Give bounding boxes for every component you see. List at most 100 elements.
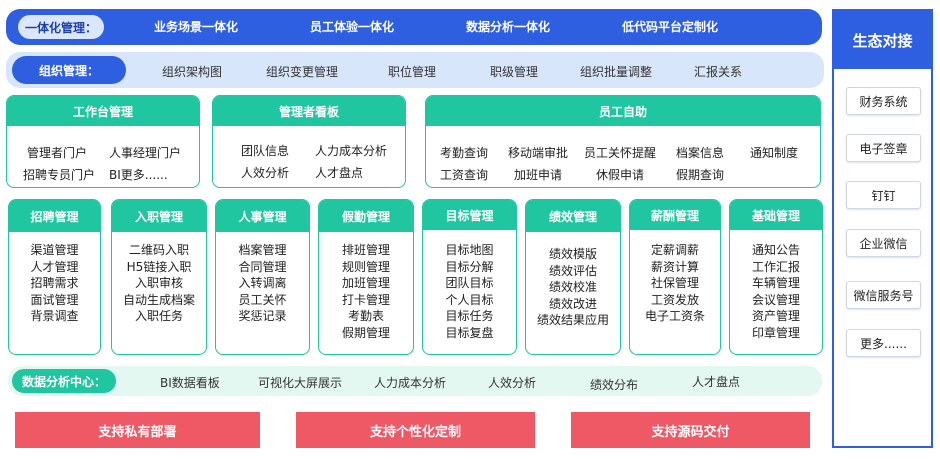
analytics-item: 绩效分布 [590, 378, 639, 392]
module-card-personnel: 人事管理 档案管理 合同管理 入转调离 员工关怀 奖惩记录 [215, 199, 310, 355]
analytics-bar: 数据分析中心： BI数据看板 可视化大屏展示 人力成本分析 人效分析 绩效分布 … [8, 366, 822, 396]
module-item: 招聘需求 [30, 276, 79, 290]
self-service-item: 档案信息 [676, 146, 725, 160]
analytics-item: 可视化大屏展示 [258, 376, 343, 390]
manager-board-title: 管理者看板 [213, 96, 405, 126]
module-card-onboarding: 入职管理 二维码入职 H5链接入职 入职审核 自动生成档案 入职任务 [111, 199, 207, 355]
module-item: 人才管理 [30, 259, 79, 274]
self-service-item: 工资查询 [440, 168, 489, 182]
module-item: 排班管理 [341, 243, 390, 257]
integration-item: 员工体验一体化 [310, 20, 395, 34]
workbench-card: 工作台管理 管理者门户 人事经理门户 招聘专员门户 BI更多...... [6, 95, 200, 188]
module-card-attendance: 假勤管理 排班管理 规则管理 加班管理 打卡管理 考勤表 假期管理 [318, 199, 414, 355]
workbench-item: 招聘专员门户 [23, 168, 96, 182]
module-item: 自动生成档案 [122, 292, 195, 307]
workbench-item: 人事经理门户 [109, 146, 182, 160]
module-title: 招聘管理 [9, 200, 100, 232]
support-private-deploy: 支持私有部署 [15, 412, 260, 448]
module-item: 档案管理 [238, 243, 287, 257]
module-title: 绩效管理 [526, 200, 620, 232]
module-item: 渠道管理 [30, 243, 79, 257]
self-service-item: 员工关怀提醒 [584, 146, 657, 160]
module-item: 资产管理 [751, 309, 800, 323]
module-item: 车辆管理 [751, 276, 800, 290]
org-item: 汇报关系 [694, 65, 743, 79]
module-title: 人事管理 [216, 200, 309, 232]
module-item: 印章管理 [751, 325, 800, 340]
module-item: 工资发放 [650, 292, 699, 307]
org-bar: 组织管理： 组织架构图 组织变更管理 职位管理 职级管理 组织批量调整 汇报关系 [6, 52, 824, 88]
module-item: 入职任务 [134, 309, 183, 323]
ecosystem-item-more: 更多...... [846, 329, 921, 357]
module-title: 入职管理 [112, 200, 206, 232]
org-item: 组织变更管理 [266, 65, 339, 79]
manager-board-card: 管理者看板 团队信息 人力成本分析 人效分析 人才盘点 [212, 95, 406, 188]
module-item: 面试管理 [30, 292, 79, 307]
workbench-item: 管理者门户 [27, 146, 88, 160]
module-title: 薪酬管理 [630, 200, 720, 230]
module-item: 假期管理 [341, 325, 390, 340]
integration-item: 低代码平台定制化 [622, 20, 719, 34]
self-service-title: 员工自助 [426, 96, 820, 126]
module-item: 背景调查 [30, 309, 79, 323]
self-service-item: 考勤查询 [440, 146, 489, 160]
module-item: 工作汇报 [751, 259, 800, 274]
module-card-performance: 绩效管理 绩效模版 绩效评估 绩效校准 绩效改进 绩效结果应用 [525, 199, 621, 355]
module-item: 员工关怀 [238, 292, 287, 307]
module-card-objectives: 目标管理 目标地图 目标分解 团队目标 个人目标 目标任务 目标复盘 [422, 199, 517, 355]
module-item: H5链接入职 [126, 259, 192, 274]
module-item: 合同管理 [238, 259, 287, 274]
self-service-item: 移动端审批 [508, 146, 569, 160]
module-item: 规则管理 [341, 259, 390, 274]
support-source-delivery: 支持源码交付 [571, 412, 810, 448]
module-card-basics: 基础管理 通知公告 工作汇报 车辆管理 会议管理 资产管理 印章管理 [729, 199, 823, 355]
integration-item: 数据分析一体化 [466, 20, 551, 34]
manager-board-item: 人力成本分析 [315, 144, 388, 158]
module-item: 社保管理 [650, 276, 699, 290]
self-service-card: 员工自助 考勤查询 移动端审批 员工关怀提醒 档案信息 通知制度 工资查询 加班… [425, 95, 821, 188]
module-item: 加班管理 [341, 276, 390, 290]
manager-board-item: 团队信息 [241, 144, 290, 158]
org-item: 组织批量调整 [580, 65, 653, 79]
self-service-item: 休假申请 [596, 168, 645, 182]
self-service-item: 假期查询 [676, 168, 725, 182]
module-title: 假勤管理 [319, 200, 413, 232]
analytics-item: BI数据看板 [160, 376, 220, 390]
module-item: 绩效改进 [548, 296, 597, 311]
ecosystem-item-finance: 财务系统 [846, 87, 921, 115]
ecosystem-panel: 生态对接 财务系统 电子签章 钉钉 企业微信 微信服务号 更多...... [832, 9, 933, 448]
module-item: 入职审核 [134, 276, 183, 290]
module-item: 考勤表 [347, 309, 384, 323]
ecosystem-item-esign: 电子签章 [846, 134, 921, 162]
module-item: 目标任务 [445, 309, 494, 323]
module-item: 打卡管理 [341, 292, 390, 307]
org-item: 职级管理 [490, 65, 539, 79]
module-item: 绩效结果应用 [536, 313, 609, 327]
org-item: 职位管理 [388, 65, 437, 79]
module-item: 定薪调薪 [650, 243, 699, 257]
module-item: 个人目标 [445, 292, 494, 307]
module-card-recruitment: 招聘管理 渠道管理 人才管理 招聘需求 面试管理 背景调查 [8, 199, 101, 355]
org-item: 组织架构图 [162, 65, 223, 79]
module-item: 电子工资条 [644, 309, 705, 323]
manager-board-item: 人才盘点 [315, 166, 364, 180]
analytics-item: 人才盘点 [692, 375, 741, 389]
module-item: 会议管理 [751, 292, 800, 307]
module-title: 基础管理 [730, 200, 822, 230]
support-customization: 支持个性化定制 [296, 412, 535, 448]
module-item: 目标分解 [445, 259, 494, 274]
org-label: 组织管理： [12, 56, 126, 84]
module-item: 目标地图 [445, 243, 494, 257]
self-service-item: 通知制度 [750, 146, 799, 160]
integration-item: 业务场景一体化 [154, 20, 239, 34]
self-service-item: 加班申请 [514, 168, 563, 182]
module-card-compensation: 薪酬管理 定薪调薪 薪资计算 社保管理 工资发放 电子工资条 [629, 199, 721, 355]
module-item: 绩效评估 [548, 263, 597, 278]
workbench-item: BI更多...... [109, 168, 168, 182]
module-item: 薪资计算 [650, 259, 699, 274]
module-item: 团队目标 [445, 276, 494, 290]
ecosystem-item-dingtalk: 钉钉 [846, 181, 921, 209]
ecosystem-title: 生态对接 [834, 11, 931, 69]
ecosystem-item-wechat-service: 微信服务号 [846, 281, 921, 309]
manager-board-item: 人效分析 [241, 166, 290, 180]
